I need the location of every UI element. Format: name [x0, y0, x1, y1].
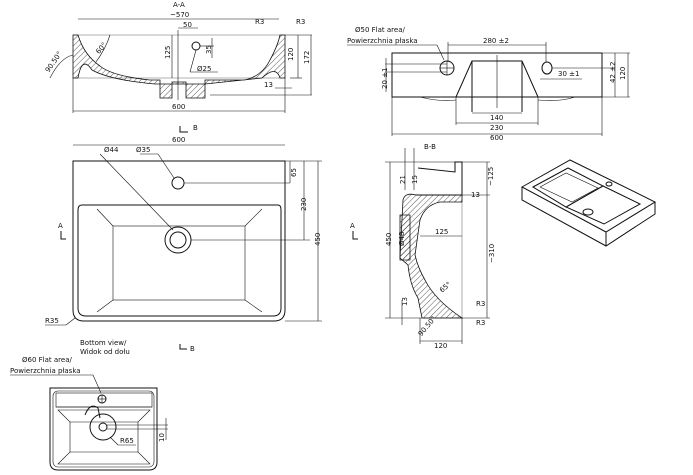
section-title: B-B [424, 143, 436, 151]
dim-42: 42 ±2 [609, 62, 617, 83]
dim-width-600: 600 [172, 136, 185, 144]
dim-inner-width: ~570 [170, 11, 189, 19]
dim-140: 140 [490, 114, 503, 122]
dim-13-top: 13 [471, 191, 480, 199]
dia-44: Ø44 [104, 146, 119, 154]
dim-120: 120 [287, 48, 295, 61]
dim-230: 230 [490, 124, 503, 132]
radius-r3-b: R3 [476, 319, 485, 327]
section-marker-b-bottom: B [190, 345, 195, 353]
dim-120: 120 [619, 67, 627, 80]
radius-r3-left: R3 [255, 18, 264, 26]
dim-125: 125 [164, 46, 172, 59]
angle-60: 60° [94, 41, 108, 56]
dim-172: 172 [303, 51, 311, 64]
section-b-b-side: B-B 21 15 ~125 13 450 Ø48 125 ~310 65° 1… [385, 143, 496, 350]
dim-280: 280 ±2 [483, 37, 509, 45]
dim-125: 125 [435, 228, 448, 236]
dim-230: 230 [300, 198, 308, 211]
section-title: A-A [173, 1, 185, 9]
dim-65: 65 [290, 168, 298, 177]
section-marker-a-left: A [58, 222, 63, 230]
section-marker-b-top: B [193, 124, 198, 132]
dim-600: 600 [490, 134, 503, 142]
dim-125-top: ~125 [487, 167, 495, 186]
dim-50: 50 [183, 21, 192, 29]
hole-diameter: Ø25 [197, 65, 211, 73]
bottom-view: Bottom view/ Widok od dołu Ø60 Flat area… [10, 339, 168, 471]
top-view: 600 B Ø44 Ø35 65 230 450 R35 A A B [45, 124, 358, 353]
flat-area-note-line1: Ø50 Flat area/ [355, 26, 405, 34]
dim-310: ~310 [488, 244, 496, 263]
dim-13-bottom: 13 [401, 297, 409, 306]
section-a-a: A-A ~570 125 50 35 Ø25 R3 R3 120 172 13 … [44, 1, 312, 113]
dim-width-600: 600 [172, 103, 185, 111]
section-b-b-front: Ø50 Flat area/ Powierzchnia płaska 280 ±… [347, 26, 630, 142]
section-marker-a-right: A [350, 222, 355, 230]
dia-48: Ø48 [398, 232, 406, 246]
flat-area-note-line1: Ø60 Flat area/ [22, 356, 72, 364]
flat-area-note-line2: Powierzchnia płaska [347, 37, 418, 45]
radius-r3-a: R3 [476, 300, 485, 308]
dim-10: 10 [158, 433, 166, 442]
angle-65: 65° [438, 280, 453, 294]
flat-area-note-line2: Powierzchnia płaska [10, 367, 81, 375]
bottom-view-title-line1: Bottom view/ [80, 339, 127, 347]
radius-r65: R65 [120, 437, 134, 445]
isometric-view [520, 159, 657, 247]
bottom-view-title-line2: Widok od dołu [80, 348, 130, 356]
radius-r3-right: R3 [296, 18, 305, 26]
dim-120: 120 [434, 342, 447, 350]
dim-450: 450 [314, 233, 322, 246]
dim-13: 13 [264, 81, 273, 89]
dia-35: Ø35 [136, 146, 150, 154]
dim-30: 30 ±1 [558, 70, 579, 78]
dim-15: 15 [411, 175, 419, 184]
dim-21: 21 [399, 175, 407, 184]
dim-20: 20 ±1 [381, 68, 389, 89]
dim-35: 35 [205, 45, 213, 54]
dim-450: 450 [385, 233, 393, 246]
radius-r35: R35 [45, 317, 59, 325]
